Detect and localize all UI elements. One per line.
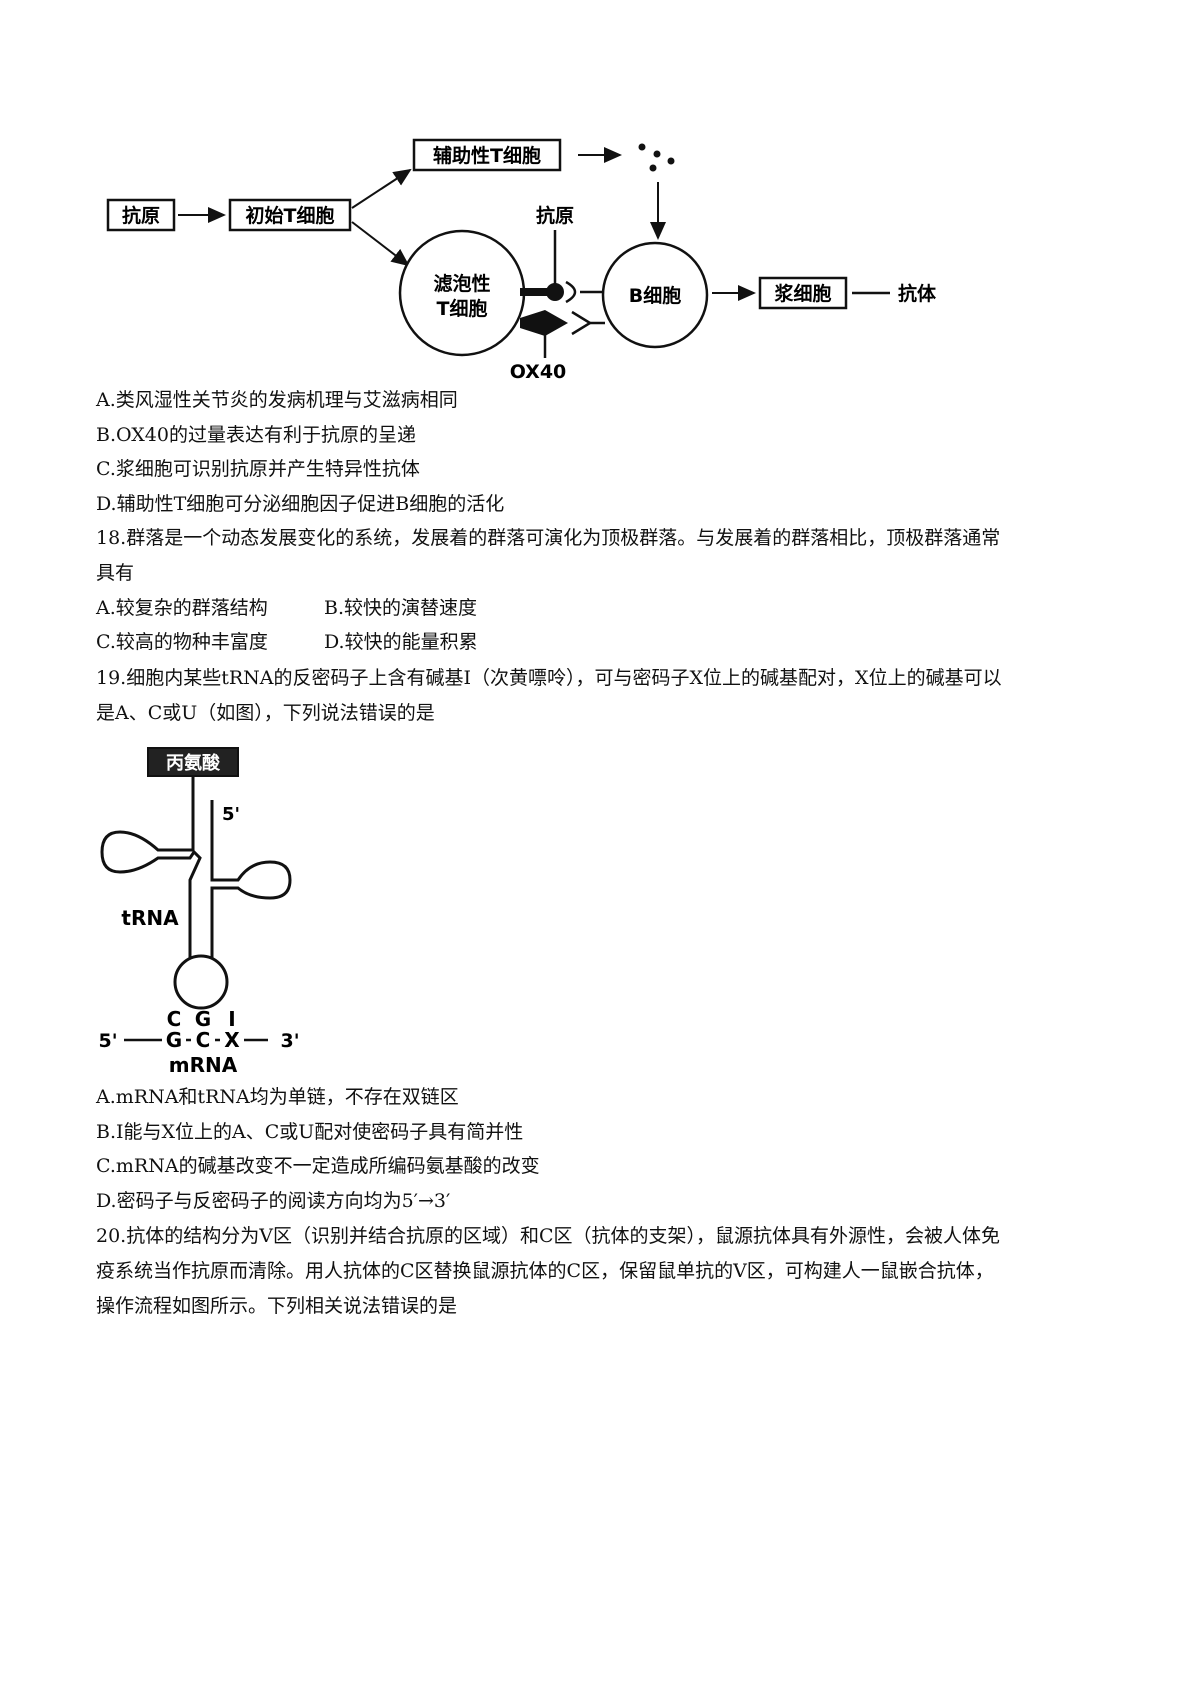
- q19-option-d[interactable]: D.密码子与反密码子的阅读方向均为5′→3′: [96, 1190, 451, 1212]
- anticodon-base-2: G: [195, 1007, 211, 1031]
- q18-stem-line-2: 具有: [96, 562, 135, 584]
- q18-option-a[interactable]: A.较复杂的群落结构: [96, 597, 268, 619]
- q18-option-c[interactable]: C.较高的物种丰富度: [96, 631, 268, 653]
- b-receptor-cup: [565, 280, 577, 304]
- q18-option-row-2: C.较高的物种丰富度 D.较快的能量积累: [96, 628, 478, 656]
- q19-option-b[interactable]: B.I能与X位上的A、C或U配对使密码子具有简并性: [96, 1121, 524, 1143]
- trna-label: tRNA: [121, 906, 179, 930]
- ox40-receptor: [571, 310, 593, 336]
- b-cell: [601, 241, 709, 349]
- antigen-box: [106, 198, 176, 232]
- q19-stem-line-1: 19.细胞内某些tRNA的反密码子上含有碱基I（次黄嘌呤），可与密码子X位上的碱…: [96, 667, 1002, 689]
- naive-t-label: 初始T细胞: [246, 204, 335, 227]
- q18-stem-line-1: 18.群落是一个动态发展变化的系统，发展着的群落可演化为顶极群落。与发展着的群落…: [96, 527, 1001, 549]
- trna-right-arm: [210, 835, 292, 960]
- arrow-naive-to-helper: [351, 168, 412, 209]
- cytokine-dots: [638, 143, 675, 172]
- anticodon-loop: [173, 954, 229, 1010]
- follicular-t-label-1: 滤泡性: [433, 272, 490, 295]
- q20-stem-line-1: 20.抗体的结构分为V区（识别并结合抗原的区域）和C区（抗体的支架），鼠源抗体具…: [96, 1225, 1000, 1247]
- trna-diagram: 丙氨酸 5' tRNA C G I 5' G C X 3' mRNA: [98, 747, 300, 1077]
- codon-base-3: X: [224, 1028, 240, 1052]
- amino-acid-label: 丙氨酸: [166, 752, 221, 774]
- q18-option-row-1: A.较复杂的群落结构 B.较快的演替速度: [96, 594, 477, 622]
- q17-option-c[interactable]: C.浆细胞可识别抗原并产生特异性抗体: [96, 458, 420, 480]
- antigen-ball: [546, 283, 564, 301]
- arrow-naive-to-follicular: [351, 221, 410, 267]
- follicular-t-label-2: T细胞: [437, 297, 488, 320]
- antigen-label: 抗原: [536, 204, 574, 227]
- q20-stem-line-3: 操作流程如图所示。下列相关说法错误的是: [96, 1295, 458, 1317]
- five-prime-bottom: 5': [98, 1030, 117, 1052]
- ox40-label: OX40: [510, 361, 567, 383]
- q18-option-b[interactable]: B.较快的演替速度: [324, 597, 478, 619]
- b-cell-label: B细胞: [629, 284, 681, 307]
- q18-option-d[interactable]: D.较快的能量积累: [324, 631, 478, 653]
- trna-left-arm: [100, 830, 202, 960]
- five-prime-top: 5': [222, 804, 240, 825]
- mrna-label: mRNA: [169, 1053, 238, 1077]
- anticodon-base-3: I: [228, 1007, 235, 1031]
- receptor-stalk: [520, 288, 560, 296]
- immune-pathway-diagram: 抗原 初始T细胞 辅助性T细胞 滤泡性 T细胞 抗原 OX40 B细胞 浆细胞 …: [106, 138, 937, 383]
- helper-t-box: [412, 138, 562, 172]
- antigen-box-label: 抗原: [122, 204, 160, 227]
- q17-option-b[interactable]: B.OX40的过量表达有利于抗原的呈递: [96, 424, 416, 446]
- q19-stem-line-2: 是A、C或U（如图），下列说法错误的是: [96, 702, 435, 724]
- plasma-box: [758, 276, 848, 310]
- q17-option-a[interactable]: A.类风湿性关节炎的发病机理与艾滋病相同: [96, 389, 458, 411]
- q19-option-c[interactable]: C.mRNA的碱基改变不一定造成所编码氨基酸的改变: [96, 1155, 540, 1177]
- plasma-label: 浆细胞: [774, 282, 831, 305]
- helper-t-label: 辅助性T细胞: [433, 144, 541, 167]
- codon-base-2: C: [196, 1028, 211, 1052]
- q19-option-a[interactable]: A.mRNA和tRNA均为单链，不存在双链区: [96, 1086, 459, 1108]
- codon-base-1: G: [166, 1028, 182, 1052]
- antibody-label: 抗体: [898, 282, 937, 305]
- amino-acid-box: [147, 747, 239, 777]
- naive-t-box: [228, 198, 352, 232]
- ox40-ligand: [520, 310, 568, 336]
- q17-option-d[interactable]: D.辅助性T细胞可分泌细胞因子促进B细胞的活化: [96, 493, 505, 515]
- q20-stem-line-2: 疫系统当作抗原而清除。用人抗体的C区替换鼠源抗体的C区，保留鼠单抗的V区，可构建…: [96, 1260, 994, 1282]
- anticodon-base-1: C: [167, 1007, 182, 1031]
- three-prime-bottom: 3': [280, 1030, 299, 1052]
